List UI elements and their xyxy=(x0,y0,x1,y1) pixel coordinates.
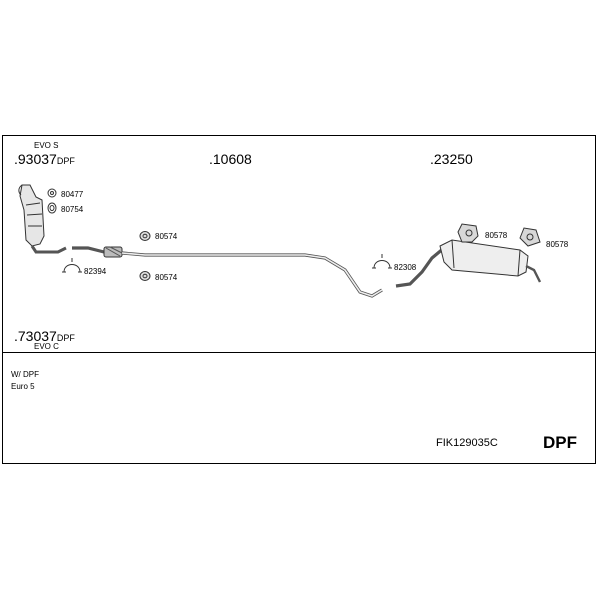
part-93037-value: .93037 xyxy=(14,151,57,167)
callout-80578-b: 80578 xyxy=(546,240,569,249)
callout-80578-a: 80578 xyxy=(485,231,508,240)
kit-code: FIK129035C xyxy=(436,437,498,449)
part-73037-value: .73037 xyxy=(14,328,57,344)
gasket-80477 xyxy=(47,188,57,198)
front-pipe-10608 xyxy=(72,246,383,298)
part-number-10608: .10608 xyxy=(209,151,252,167)
catalytic-converter-dpf xyxy=(18,184,67,254)
gasket-80754 xyxy=(47,202,57,214)
note-euro-5: Euro 5 xyxy=(11,382,35,391)
dpf-suffix-top: DPF xyxy=(56,156,75,166)
part-number-93037: .93037DPF xyxy=(14,152,75,166)
note-w-dpf: W/ DPF xyxy=(11,370,39,379)
hanger-bracket-80578-b xyxy=(519,227,541,247)
clamp-82308 xyxy=(372,254,392,269)
callout-80477: 80477 xyxy=(61,190,84,199)
callout-80574-a: 80574 xyxy=(155,232,178,241)
part-number-73037: .73037DPF xyxy=(14,329,75,343)
callout-82308: 82308 xyxy=(394,263,417,272)
dpf-suffix-bottom: DPF xyxy=(56,333,75,343)
hanger-bracket-80578-a xyxy=(457,223,479,243)
section-divider xyxy=(2,352,596,353)
diagram-frame xyxy=(2,135,596,464)
callout-82394: 82394 xyxy=(84,267,107,276)
callout-80754: 80754 xyxy=(61,205,84,214)
evo-c-label: EVO C xyxy=(34,342,59,351)
callout-80574-b: 80574 xyxy=(155,273,178,282)
dpf-badge: DPF xyxy=(543,433,577,452)
rubber-mount-80574-a xyxy=(139,231,151,241)
part-number-23250: .23250 xyxy=(430,151,473,167)
rubber-mount-80574-b xyxy=(139,271,151,281)
rear-silencer-23250 xyxy=(395,239,542,288)
evo-s-label: EVO S xyxy=(34,141,59,150)
clamp-82394 xyxy=(62,258,82,273)
